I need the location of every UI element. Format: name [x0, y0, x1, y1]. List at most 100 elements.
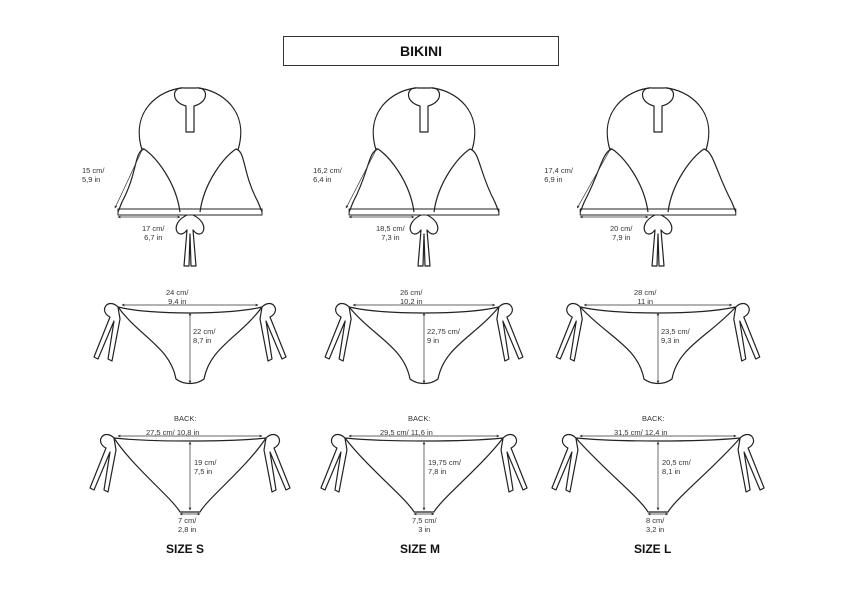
page-title: BIKINI [283, 36, 559, 66]
right-cup [433, 148, 500, 213]
back-label-line: BACK: [174, 414, 197, 423]
back-panel [575, 437, 741, 513]
top-height-dimension [345, 147, 378, 209]
bottom-width-label-line: 28 cm/ [634, 288, 657, 297]
size-column-0 [89, 87, 291, 516]
back-label: BACK: [642, 414, 665, 423]
back-width-label-line: 29,5 cm/ 11,6 in [380, 428, 433, 437]
top-height-label-line: 17,4 cm/ [544, 166, 573, 175]
bottom-width-label: 26 cm/10,2 in [400, 288, 423, 306]
left-cup [348, 148, 415, 213]
back-width-label-line: 27,5 cm/ 10,8 in [146, 428, 200, 437]
top-height-label-line: 5,9 in [82, 175, 101, 184]
back-height-label-line: 7,5 in [194, 467, 213, 476]
back-base-label: 7,5 cm/3 in [412, 516, 437, 534]
left-side-tie [324, 302, 352, 362]
right-back-tie [737, 433, 765, 493]
right-side-tie [259, 302, 287, 362]
back-width-label-line: 31,5 cm/ 12,4 in [614, 428, 668, 437]
top-height-label-line: 6,9 in [544, 175, 563, 184]
bottom-width-label-line: 24 cm/ [166, 288, 189, 297]
halter-strap [606, 87, 710, 151]
bikini-bottom-back [89, 433, 291, 516]
left-back-tie [551, 433, 579, 493]
back-height-label-line: 19 cm/ [194, 458, 217, 467]
bottom-height-label-line: 23,5 cm/ [661, 327, 690, 336]
size-label: SIZE M [400, 542, 441, 556]
size-column-2 [551, 87, 765, 516]
back-base-label: 7 cm/2,8 in [178, 516, 196, 534]
bottom-width-label: 24 cm/9,4 in [166, 288, 189, 306]
right-back-tie [500, 433, 528, 493]
right-side-tie [733, 302, 761, 362]
bikini-bottom-front [93, 302, 287, 385]
top-width-label-line: 6,7 in [144, 233, 163, 242]
bottom-height-label: 23,5 cm/9,3 in [661, 327, 690, 345]
bottom-width-label-line: 10,2 in [400, 297, 423, 306]
bottom-band [348, 208, 500, 216]
top-width-label-line: 20 cm/ [610, 224, 633, 233]
front-panel [117, 306, 263, 385]
front-tie [175, 214, 205, 267]
neck-bow [641, 87, 675, 133]
front-tie [409, 214, 439, 267]
top-height-label-line: 6,4 in [313, 175, 332, 184]
back-panel [113, 437, 267, 513]
back-base-label-line: 2,8 in [178, 525, 197, 534]
back-width-label: 31,5 cm/ 12,4 in [614, 428, 667, 437]
top-height-label-line: 16,2 cm/ [313, 166, 342, 175]
top-width-label-line: 7,9 in [612, 233, 631, 242]
back-base-label-line: 7 cm/ [178, 516, 197, 525]
bikini-top [345, 87, 500, 267]
left-back-tie [320, 433, 348, 493]
left-back-tie [89, 433, 117, 493]
back-height-label: 20,5 cm/8,1 in [662, 458, 691, 476]
bottom-band [117, 208, 263, 216]
bottom-height-label-line: 8,7 in [193, 336, 212, 345]
size-column-1 [320, 87, 528, 516]
bikini-bottom-back [551, 433, 765, 516]
right-back-tie [263, 433, 291, 493]
neck-bow [173, 87, 207, 133]
neck-bow [407, 87, 441, 133]
left-cup [117, 148, 181, 213]
top-height-label: 15 cm/5,9 in [82, 166, 105, 184]
bottom-band [579, 208, 737, 216]
front-tie [643, 214, 673, 267]
back-base-label: 8 cm/3,2 in [646, 516, 664, 534]
size-label: SIZE L [634, 542, 672, 556]
top-width-label-line: 7,3 in [381, 233, 400, 242]
bottom-height-label: 22,75 cm/9 in [427, 327, 460, 345]
front-panel [348, 306, 500, 385]
back-height-label: 19,75 cm/7,8 in [428, 458, 461, 476]
right-side-tie [496, 302, 524, 362]
bikini-top [576, 87, 737, 267]
back-height-label-line: 8,1 in [662, 467, 681, 476]
back-label: BACK: [408, 414, 431, 423]
top-width-label: 20 cm/7,9 in [610, 224, 633, 242]
bikini-bottom-front [555, 302, 761, 385]
bottom-width-label-line: 9,4 in [168, 297, 187, 306]
left-side-tie [555, 302, 583, 362]
left-cup [579, 148, 649, 213]
back-height-label-line: 7,8 in [428, 467, 447, 476]
back-base-label-line: 3,2 in [646, 525, 665, 534]
top-height-dimension [114, 147, 144, 209]
bikini-bottom-back [320, 433, 528, 516]
bottom-height-label: 22 cm/8,7 in [193, 327, 216, 345]
bottom-width-label-line: 26 cm/ [400, 288, 423, 297]
back-height-label-line: 19,75 cm/ [428, 458, 461, 467]
top-height-label: 17,4 cm/6,9 in [544, 166, 573, 184]
top-width-label-line: 18,5 cm/ [376, 224, 405, 233]
back-height-label-line: 20,5 cm/ [662, 458, 691, 467]
back-height-label: 19 cm/7,5 in [194, 458, 217, 476]
back-label-line: BACK: [642, 414, 665, 423]
back-label-line: BACK: [408, 414, 431, 423]
size-label: SIZE S [166, 542, 205, 556]
halter-strap [372, 87, 476, 151]
back-base-label-line: 8 cm/ [646, 516, 665, 525]
halter-strap [138, 87, 242, 151]
back-base-label-line: 7,5 cm/ [412, 516, 437, 525]
back-base-label-line: 3 in [418, 525, 431, 534]
